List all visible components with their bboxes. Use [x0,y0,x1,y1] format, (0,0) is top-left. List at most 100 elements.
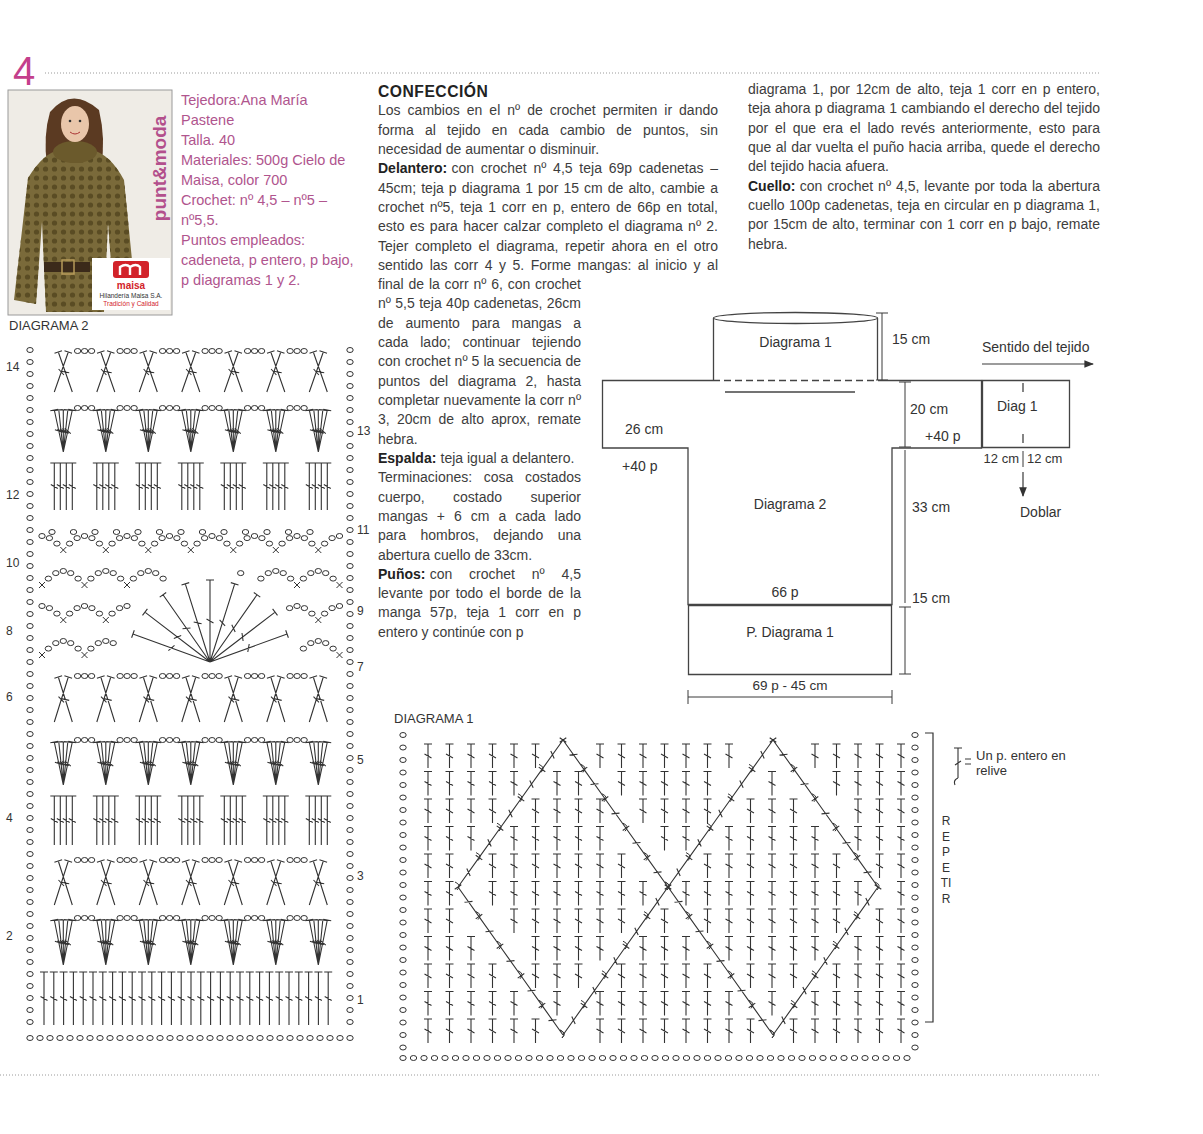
chain-stitch [294,349,300,354]
lace-hole [34,175,39,180]
chain-stitch [347,900,353,905]
lace-hole [43,157,48,162]
lace-hole [16,229,21,234]
dimension-line [905,607,906,674]
chain-stitch [81,604,87,609]
chain-stitch [400,733,406,738]
instruction-column: diagrama 1, por 12cm de alto, teja 1 cor… [748,80,1100,254]
chart-title: DIAGRAMA 1 [394,711,473,727]
chain-stitch [68,571,74,576]
chain-stitch [400,870,406,875]
lace-hole [97,220,102,225]
chain-stitch [177,1036,183,1041]
chain-stitch [336,534,342,539]
chain-stitch [820,1056,826,1061]
chain-stitch [400,933,406,938]
chain-stitch [151,541,157,546]
chain-stitch [294,406,300,411]
chain-stitch [27,708,33,713]
chain-stitch [159,738,165,743]
lace-hole [88,238,93,243]
chain-stitch [912,808,918,813]
lace-hole [133,247,138,252]
chain-stitch [400,883,406,888]
lace-hole [25,256,30,261]
chain-stitch [258,406,264,411]
chain-stitch [294,534,300,539]
chain-stitch [287,916,293,921]
lace-hole [124,157,129,162]
lace-hole [52,202,57,207]
lace-hole [34,301,39,306]
dimension-line [905,382,906,447]
dotted-rule [0,1075,1100,1076]
chain-stitch [673,1056,679,1061]
chain-stitch [347,444,353,449]
chain-stitch [251,349,257,354]
lace-hole [106,220,111,225]
chain-stitch [294,916,300,921]
lace-hole [79,274,84,279]
chain-stitch [201,536,207,541]
chain-stitch [221,530,227,535]
lace-hole [70,310,75,315]
chain-stitch [400,958,406,963]
chain-stitch [216,738,222,743]
lace-hole [52,310,57,315]
lace-hole [79,166,84,171]
dotted-rule [45,73,1100,74]
lace-hole [115,193,120,198]
chain-stitch [452,1056,458,1061]
chain-stitch [347,576,353,581]
eye [79,120,82,123]
chain-stitch [912,845,918,850]
chain-stitch [131,406,137,411]
row-number: 14 [6,360,19,374]
chain-stitch [57,1036,63,1041]
lace-hole [16,175,21,180]
chain-stitch [315,639,321,644]
run-in-heading: Delantero: [378,160,447,176]
chain-stitch [60,569,66,574]
chain-stitch [159,858,165,863]
chain-stitch [347,936,353,941]
chain-stitch [75,646,81,651]
lace-hole [43,247,48,252]
chain-stitch [194,541,200,546]
chain-stitch [216,536,222,541]
chain-stitch [27,924,33,929]
chain-stitch [159,349,165,354]
direction-label: Sentido del tejido [982,339,1089,356]
chain-stitch [258,349,264,354]
chain-stitch [53,641,59,646]
section-heading: CONFECCIÓN [378,82,718,101]
lace-hole [25,283,30,288]
chain-stitch [81,674,87,679]
chain-stitch [912,933,918,938]
lace-hole [43,166,48,171]
chain-stitch [107,1036,113,1041]
chain-stitch [166,534,172,539]
chain-stitch [173,738,179,743]
lace-hole [97,238,102,243]
chain-stitch [174,536,180,541]
chain-stitch [244,858,250,863]
dimension-line [882,313,883,380]
chain-stitch [81,534,87,539]
chain-stitch [124,604,130,609]
lace-hole [97,184,102,189]
row-number: 11 [357,523,369,537]
lace-hole [43,193,48,198]
lace-hole [16,310,21,315]
lace-hole [115,238,120,243]
chain-stitch [244,674,250,679]
chain-stitch [27,528,33,533]
chain-stitch [912,983,918,988]
lace-hole [106,175,111,180]
chain-stitch [27,720,33,725]
lace-hole [79,247,84,252]
chain-stitch [160,576,166,581]
lace-hole [16,166,21,171]
lace-hole [61,184,66,189]
chain-stitch [117,858,123,863]
